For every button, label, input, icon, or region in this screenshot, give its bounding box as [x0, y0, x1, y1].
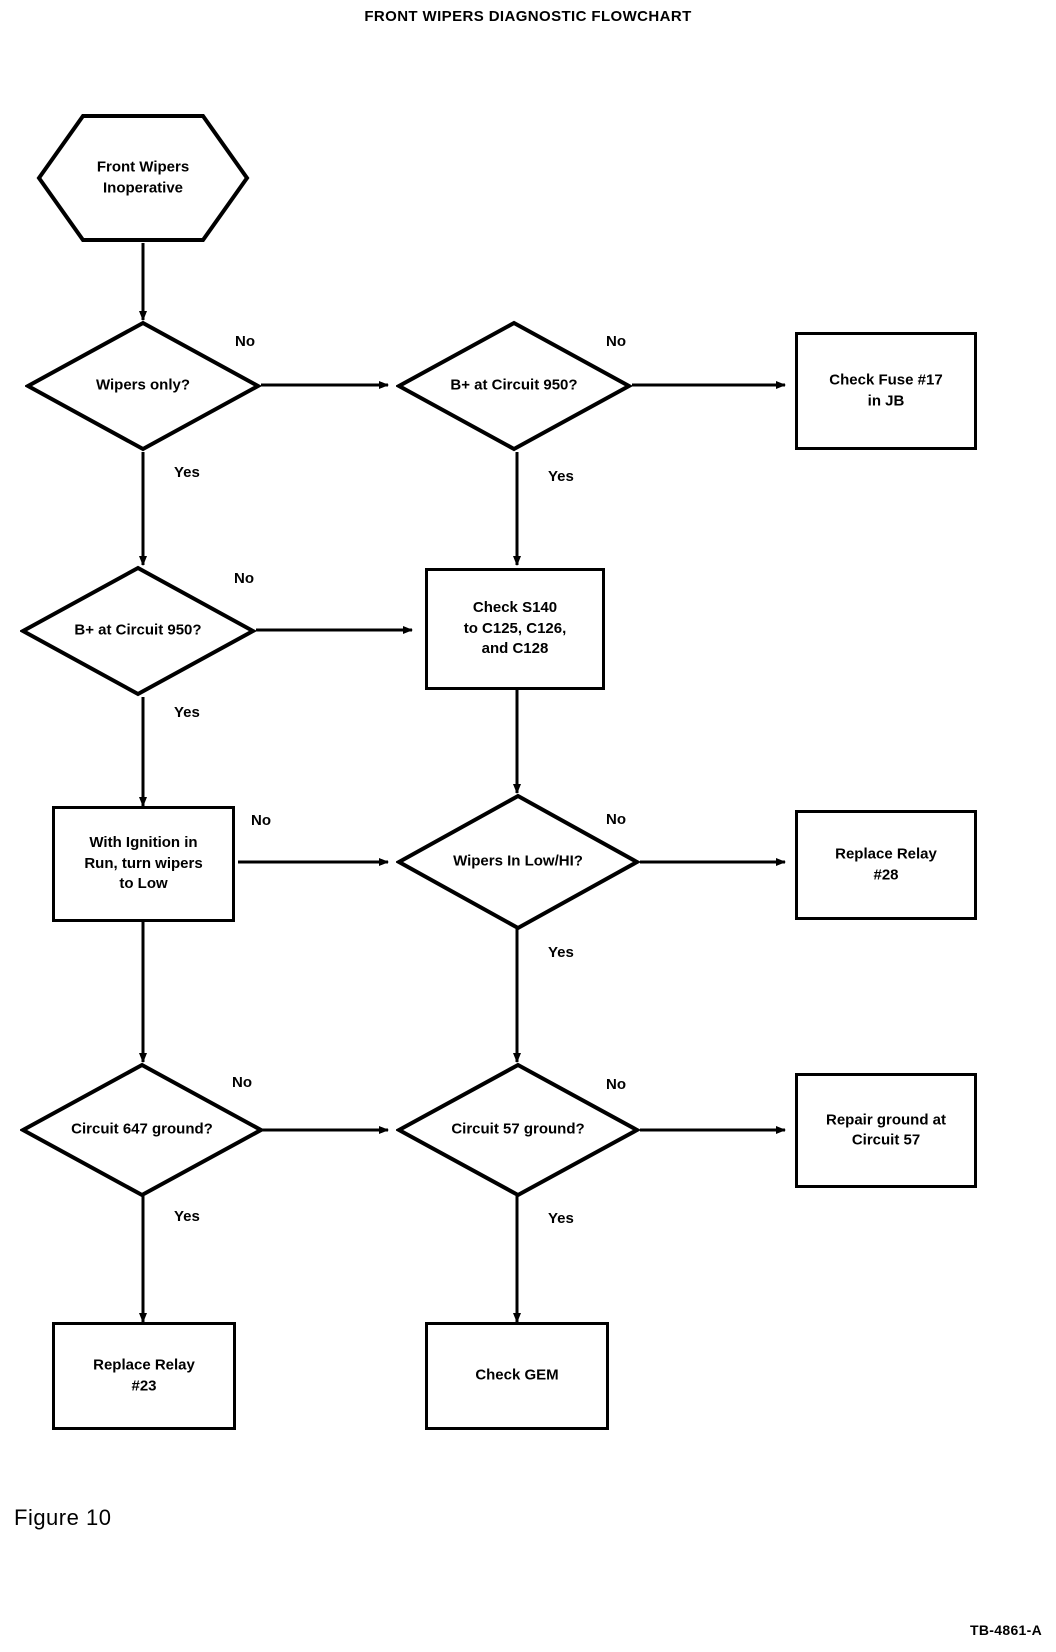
- edge-label-bplus-left-no: No: [234, 570, 254, 587]
- edge-label-wipers-only-no: No: [235, 333, 255, 350]
- edge-label-ignition-no: No: [251, 812, 271, 829]
- node-replace-relay-23[interactable]: Replace Relay #23: [52, 1322, 236, 1430]
- node-check-fuse[interactable]: Check Fuse #17 in JB: [795, 332, 977, 450]
- figure-caption: Figure 10: [14, 1505, 112, 1530]
- edge-label-low-hi-no: No: [606, 811, 626, 828]
- node-wipers-only-label: Wipers only?: [95, 376, 191, 394]
- node-bplus-950-top[interactable]: B+ at Circuit 950?: [396, 320, 632, 452]
- edge-label-bplus-top-yes: Yes: [548, 468, 574, 485]
- node-ignition-run[interactable]: With Ignition in Run, turn wipers to Low: [52, 806, 235, 922]
- node-circuit-57-ground[interactable]: Circuit 57 ground?: [396, 1062, 640, 1198]
- node-start-label: Front Wipers Inoperative: [96, 158, 190, 196]
- node-circuit-647-ground[interactable]: Circuit 647 ground?: [20, 1062, 264, 1198]
- node-replace-relay-23-label: Replace Relay #23: [93, 1356, 195, 1394]
- node-check-s140-label: Check S140 to C125, C126, and C128: [463, 598, 567, 658]
- node-bplus-950-left[interactable]: B+ at Circuit 950?: [20, 565, 256, 697]
- node-replace-relay-28-label: Replace Relay #28: [835, 845, 937, 883]
- diamond-shape: [396, 1062, 640, 1198]
- node-ignition-run-label: With Ignition in Run, turn wipers to Low: [84, 833, 203, 893]
- node-replace-relay-28[interactable]: Replace Relay #28: [795, 810, 977, 920]
- node-check-fuse-label: Check Fuse #17 in JB: [829, 371, 943, 409]
- node-start[interactable]: Front Wipers Inoperative: [36, 113, 250, 243]
- node-repair-ground-57-label: Repair ground at Circuit 57: [825, 1110, 946, 1149]
- edge-label-low-hi-yes: Yes: [548, 944, 574, 961]
- diamond-shape: [25, 320, 261, 452]
- diamond-shape: [396, 320, 632, 452]
- node-wipers-low-hi-label: Wipers In Low/HI?: [453, 852, 583, 870]
- page-title: FRONT WIPERS DIAGNOSTIC FLOWCHART: [364, 8, 692, 25]
- edge-label-c57-no: No: [606, 1076, 626, 1093]
- hexagon-shape: [36, 114, 250, 242]
- edge-label-c647-yes: Yes: [174, 1208, 200, 1225]
- node-check-s140[interactable]: Check S140 to C125, C126, and C128: [425, 568, 605, 690]
- node-check-gem[interactable]: Check GEM: [425, 1322, 609, 1430]
- edge-label-wipers-only-yes: Yes: [174, 464, 200, 481]
- diamond-shape: [396, 793, 640, 931]
- edge-label-bplus-top-no: No: [606, 333, 626, 350]
- node-bplus-950-left-label: B+ at Circuit 950?: [74, 621, 202, 639]
- node-circuit-57-ground-label: Circuit 57 ground?: [451, 1120, 585, 1138]
- node-repair-ground-57[interactable]: Repair ground at Circuit 57: [795, 1073, 977, 1188]
- diamond-shape: [20, 1062, 264, 1198]
- node-check-gem-label: Check GEM: [475, 1366, 559, 1384]
- edge-label-c57-yes: Yes: [548, 1210, 574, 1227]
- edge-label-bplus-left-yes: Yes: [174, 704, 200, 721]
- node-wipers-only[interactable]: Wipers only?: [25, 320, 261, 452]
- node-bplus-950-top-label: B+ at Circuit 950?: [450, 376, 578, 394]
- node-circuit-647-ground-label: Circuit 647 ground?: [71, 1120, 213, 1138]
- node-wipers-low-hi[interactable]: Wipers In Low/HI?: [396, 793, 640, 931]
- document-code: TB-4861-A: [970, 1622, 1042, 1638]
- diamond-shape: [20, 565, 256, 697]
- edge-label-c647-no: No: [232, 1074, 252, 1091]
